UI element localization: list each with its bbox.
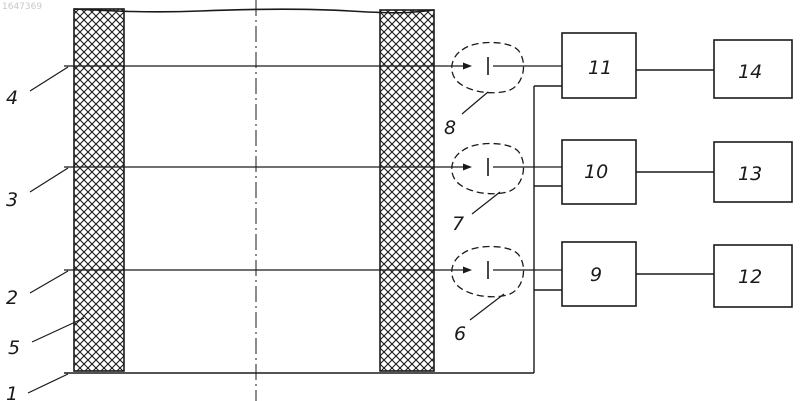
unit-label-10: 10 (584, 161, 608, 183)
line-label-4: 4 (6, 87, 18, 109)
leader-2 (30, 271, 68, 293)
right-wall (380, 10, 434, 371)
watermark-text: 1647369 (2, 2, 42, 12)
unit-label-9: 9 (590, 264, 602, 286)
line-label-3: 3 (6, 189, 18, 211)
sensor-label-7: 7 (452, 213, 464, 235)
probe-arrow-2 (463, 267, 472, 274)
leader-3 (30, 168, 68, 192)
leader-7 (472, 192, 500, 214)
output-label-13: 13 (738, 163, 762, 185)
line-label-2: 2 (6, 287, 18, 309)
leader-1 (28, 374, 68, 393)
probe-arrow-3 (463, 164, 472, 171)
unit-label-11: 11 (588, 57, 612, 79)
leader-6 (470, 294, 504, 320)
probe-arrow-4 (463, 63, 472, 70)
sensor-8 (452, 43, 562, 93)
left-wall (74, 9, 124, 371)
line-label-1: 1 (6, 383, 18, 401)
output-label-12: 12 (738, 266, 762, 288)
wall-label-5: 5 (8, 337, 20, 359)
leader-4 (30, 67, 68, 91)
leader-8 (462, 92, 488, 114)
sensor-label-8: 8 (444, 117, 456, 139)
sensor-label-6: 6 (454, 323, 466, 345)
output-label-14: 14 (738, 61, 762, 83)
sensor-6 (452, 247, 562, 297)
